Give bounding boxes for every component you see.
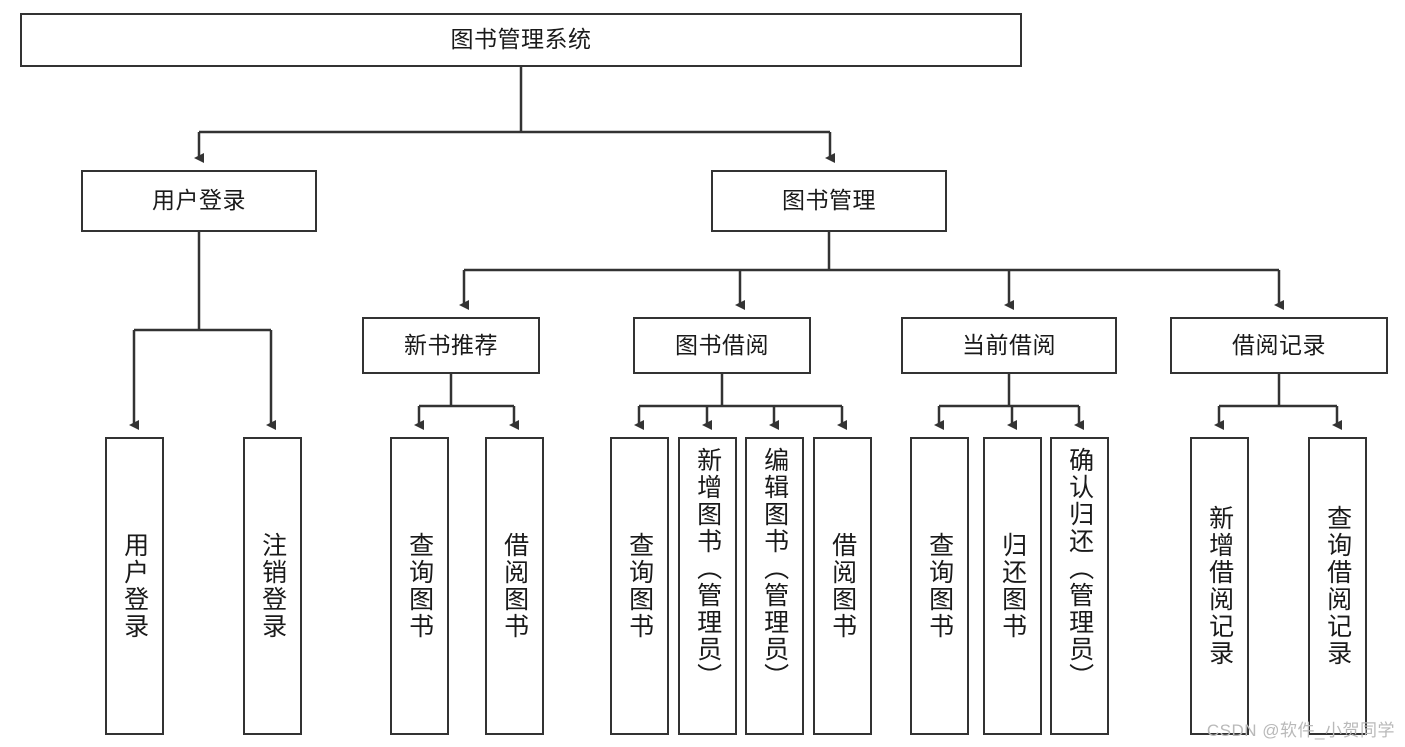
node-user-login[interactable]: 用户登录 (81, 170, 317, 232)
node-leaf-edit-book[interactable]: 编辑图书（管理员） (745, 437, 804, 735)
node-leaf-borrow-book-rec[interactable]: 借阅图书 (485, 437, 544, 735)
node-label: 查询图书 (625, 532, 654, 640)
node-label: 新书推荐 (404, 331, 498, 358)
node-leaf-borrow-book[interactable]: 借阅图书 (813, 437, 872, 735)
node-label: 注销登录 (258, 532, 287, 640)
node-leaf-add-record[interactable]: 新增借阅记录 (1190, 437, 1249, 735)
node-label: 借阅图书 (500, 532, 529, 640)
node-label: 图书管理系统 (450, 26, 592, 53)
node-leaf-user-login[interactable]: 用户登录 (105, 437, 164, 735)
node-label: 查询图书 (925, 532, 954, 640)
node-label: 编辑图书（管理员） (760, 447, 789, 690)
node-current-borrow[interactable]: 当前借阅 (901, 317, 1117, 374)
node-label: 确认归还（管理员） (1065, 447, 1094, 690)
node-borrow-record[interactable]: 借阅记录 (1170, 317, 1388, 374)
node-label: 用户登录 (120, 532, 149, 640)
node-label: 借阅图书 (828, 532, 857, 640)
node-leaf-confirm-return[interactable]: 确认归还（管理员） (1050, 437, 1109, 735)
node-label: 图书管理 (782, 187, 876, 214)
node-leaf-query-record[interactable]: 查询借阅记录 (1308, 437, 1367, 735)
node-label: 新增借阅记录 (1205, 505, 1234, 667)
node-label: 当前借阅 (962, 331, 1056, 358)
node-leaf-query-book-rec[interactable]: 查询图书 (390, 437, 449, 735)
node-leaf-logout[interactable]: 注销登录 (243, 437, 302, 735)
node-label: 查询借阅记录 (1323, 505, 1352, 667)
node-leaf-query-book-borrow[interactable]: 查询图书 (610, 437, 669, 735)
watermark: CSDN @软件_小贺同学 (1206, 721, 1395, 740)
node-book-manage[interactable]: 图书管理 (711, 170, 947, 232)
node-label: 归还图书 (998, 532, 1027, 640)
node-root[interactable]: 图书管理系统 (20, 13, 1022, 67)
node-leaf-return-book[interactable]: 归还图书 (983, 437, 1042, 735)
node-book-borrow[interactable]: 图书借阅 (633, 317, 811, 374)
node-leaf-query-book-cur[interactable]: 查询图书 (910, 437, 969, 735)
node-new-book-rec[interactable]: 新书推荐 (362, 317, 540, 374)
node-leaf-add-book[interactable]: 新增图书（管理员） (678, 437, 737, 735)
node-label: 查询图书 (405, 532, 434, 640)
node-label: 借阅记录 (1232, 331, 1326, 358)
node-label: 新增图书（管理员） (693, 447, 722, 690)
node-label: 图书借阅 (675, 331, 769, 358)
node-label: 用户登录 (152, 187, 246, 214)
